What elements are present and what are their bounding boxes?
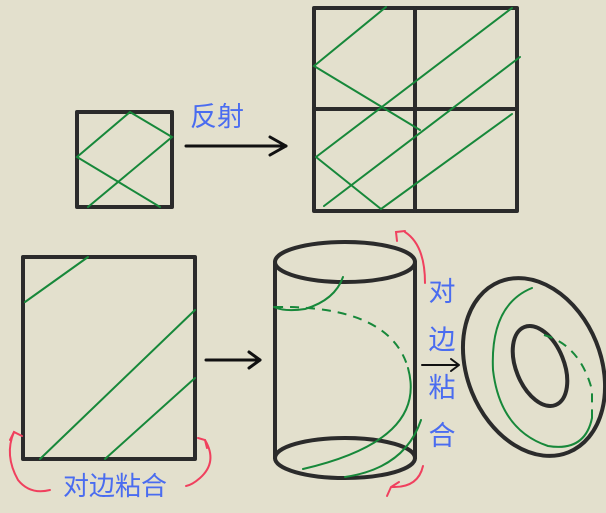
glue-vertical-char-1: 对 [428, 277, 456, 308]
flat-rectangle [8, 255, 212, 493]
reflected-grid [312, 6, 521, 213]
glue-opposite-edges-label: 对边粘合 [63, 472, 168, 502]
torus [460, 276, 606, 458]
glue-arrow-top [404, 231, 426, 284]
reflection-arrow [184, 135, 288, 157]
glue-arrow-bottom [391, 465, 424, 489]
glue-vertical-char-4: 合 [428, 421, 456, 452]
cylinder [273, 230, 426, 497]
small-square [75, 110, 174, 209]
glue-vertical-char-2: 边 [428, 325, 456, 356]
glue-arrow-right [185, 439, 212, 487]
to-cylinder-arrow [204, 350, 262, 370]
to-torus-arrow [421, 358, 460, 372]
reflection-label: 反射 [190, 102, 244, 133]
glue-arrow-left [8, 431, 51, 493]
glue-vertical-char-3: 粘 [428, 373, 456, 404]
